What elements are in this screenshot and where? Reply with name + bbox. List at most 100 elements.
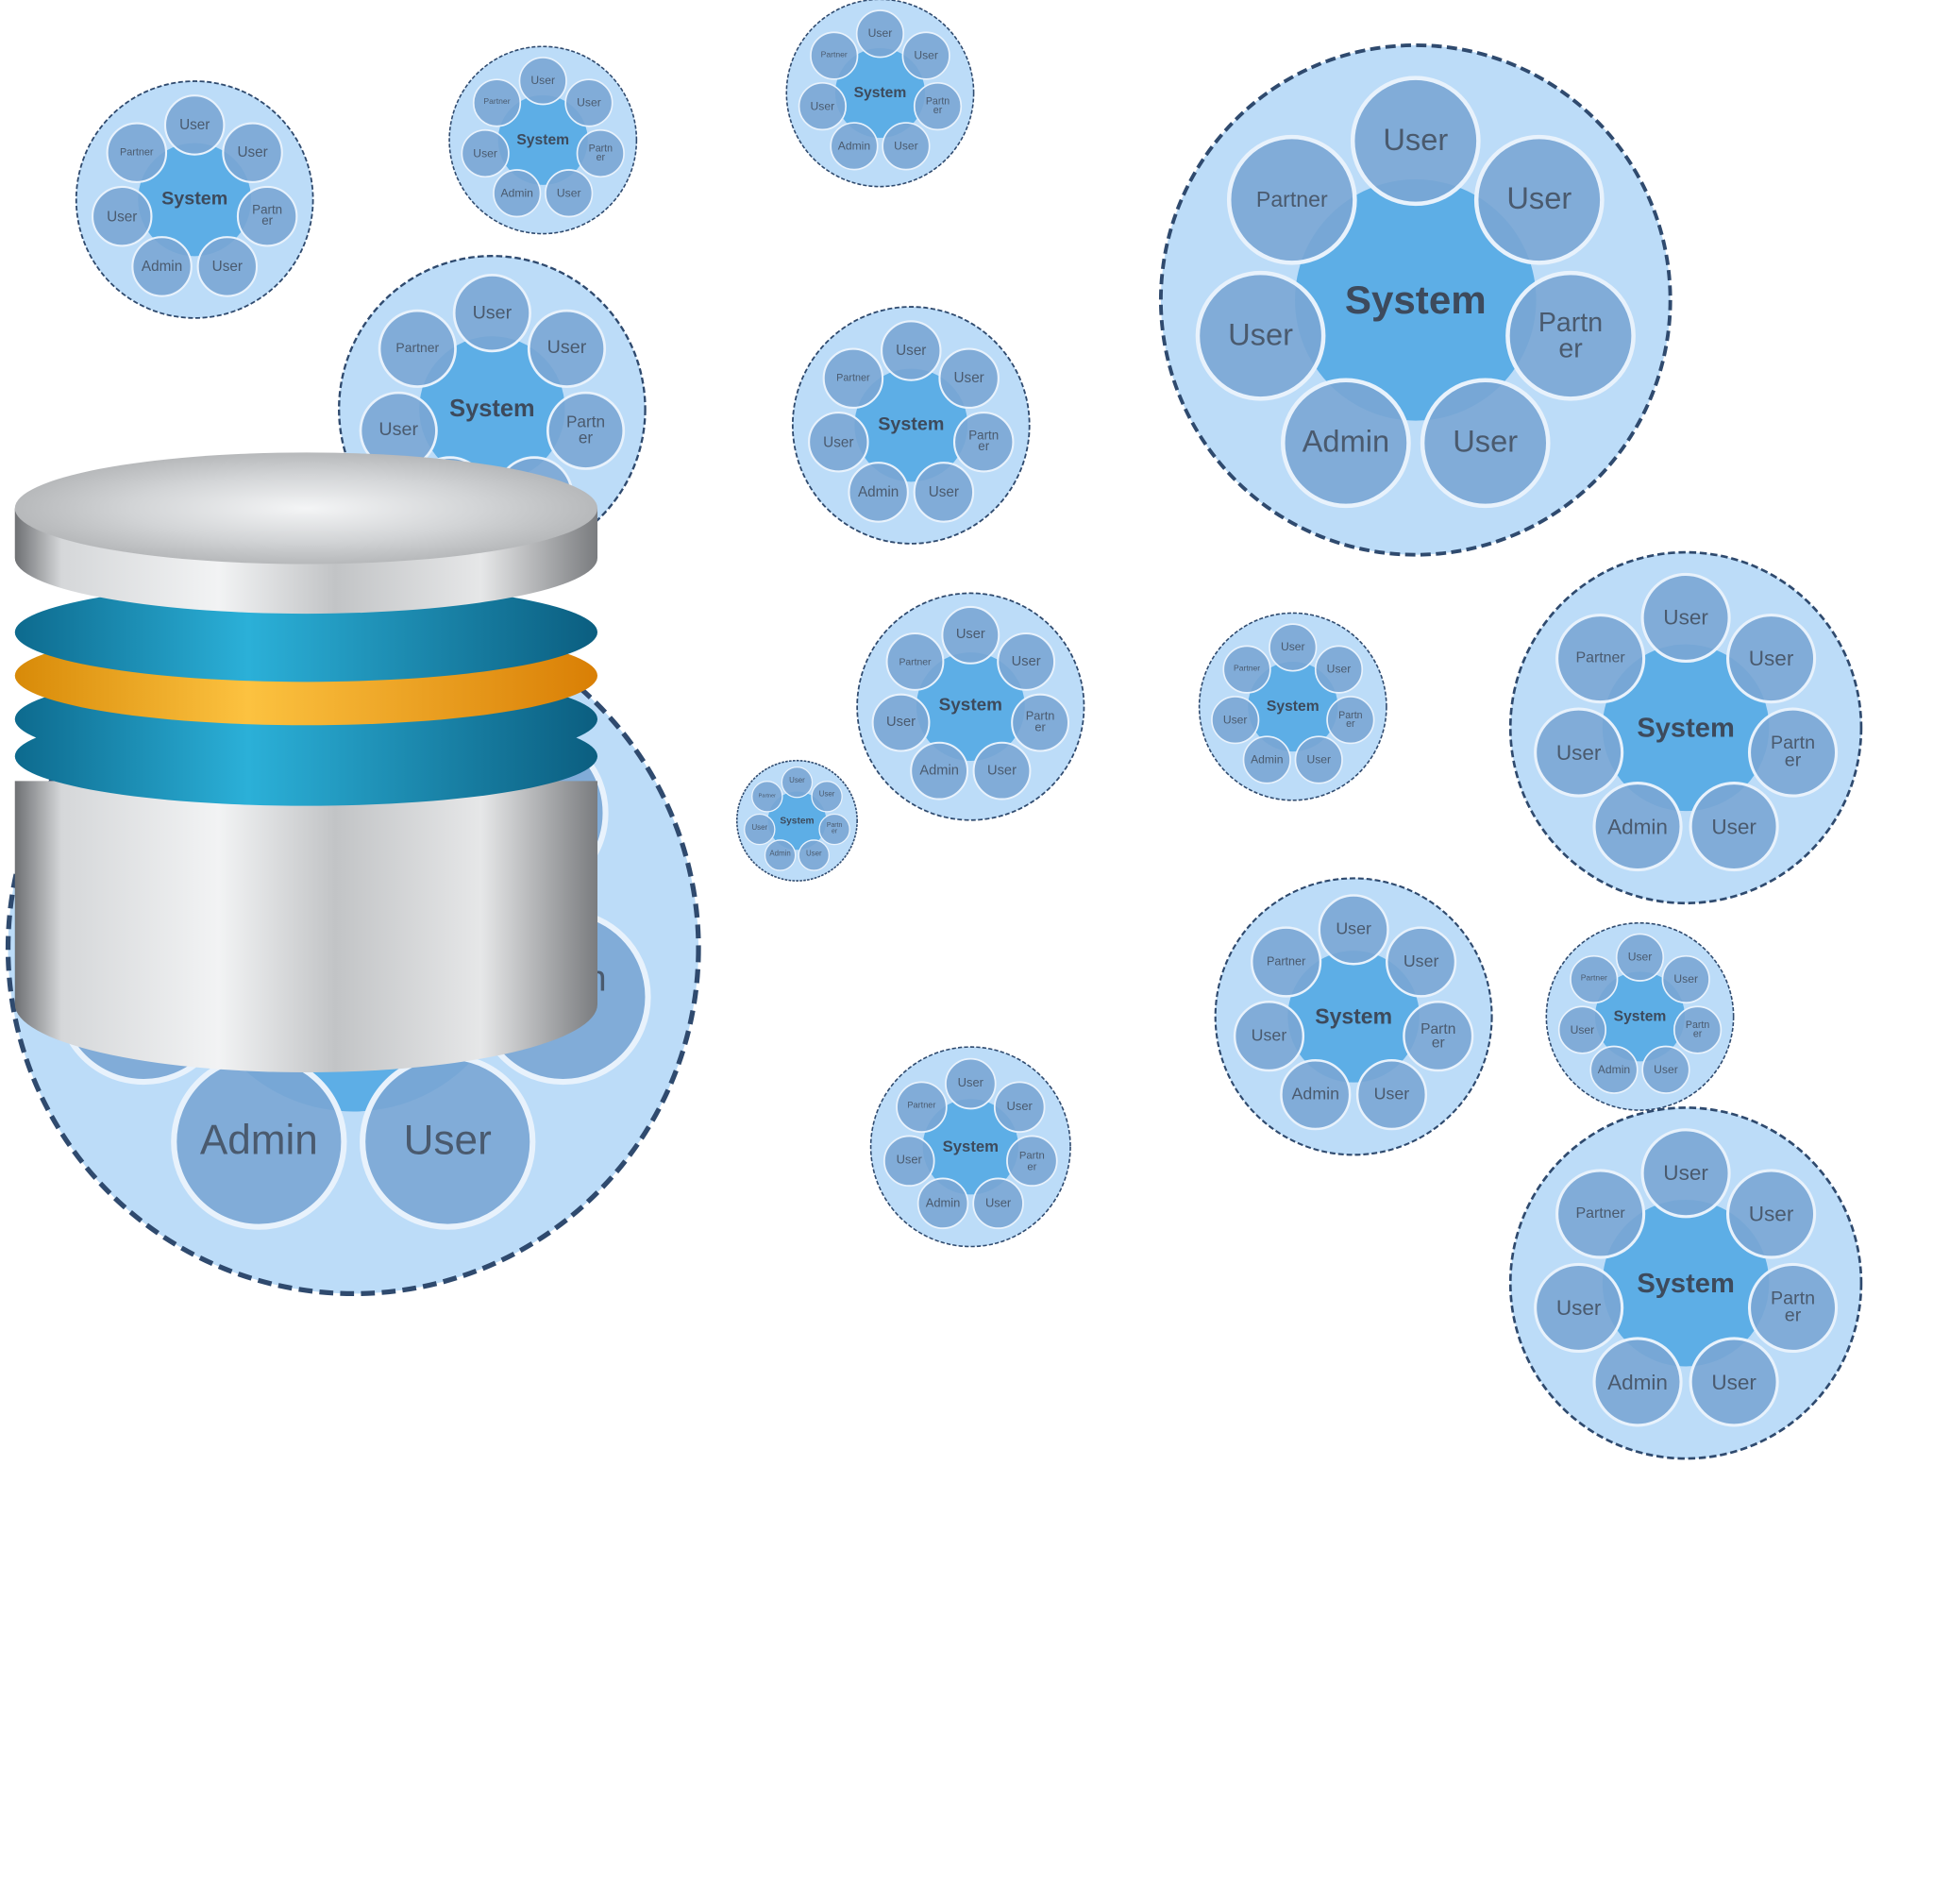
satellite-node [916,1177,969,1230]
satellite-node [830,122,879,171]
satellite-node [196,236,259,297]
system-node [1295,179,1537,421]
cluster-graphic [75,80,314,319]
database-icon [0,409,620,1116]
satellite-node [472,78,522,127]
satellite-node [871,693,931,752]
cluster-graphic [785,0,975,188]
satellite-node [952,411,1015,473]
satellite-node [1555,614,1646,704]
satellite-node [1640,1128,1731,1219]
satellite-node [945,1057,997,1110]
satellite-node [1233,1001,1305,1072]
system-node [497,94,588,185]
satellite-node [1640,572,1731,664]
satellite-node [938,347,1000,410]
satellite-node [896,1081,948,1134]
cluster-graphic [1508,550,1863,905]
satellite-node [1505,270,1636,401]
system-node [1602,1199,1770,1367]
satellite-node [1011,693,1070,752]
satellite-node [1747,1262,1839,1354]
satellite-node [751,781,783,813]
satellite-node [882,122,931,171]
satellite-node [452,274,531,353]
satellite-node [1350,76,1481,207]
system-node [854,368,968,482]
cluster-graphic [1158,42,1672,557]
system-node [767,791,827,851]
satellite-node [798,839,831,871]
cluster-graphic [856,592,1085,821]
system-node [138,143,252,257]
satellite-node [808,411,869,473]
satellite-node [131,236,193,297]
satellite-node [1269,623,1318,672]
satellite-node [1672,1005,1723,1054]
satellite-node [972,741,1032,800]
satellite-node [1747,707,1839,798]
satellite-node [1555,1169,1646,1259]
satellite-node [1726,614,1817,704]
satellite-node [1726,1169,1817,1259]
cluster-graphic [735,759,858,882]
satellite-node [163,94,226,156]
satellite-node [1281,378,1411,509]
satellite-node [236,185,298,247]
satellite-node [810,31,859,80]
satellite-node [518,57,567,106]
satellite-node [1211,696,1260,745]
satellite-node [1557,1005,1607,1054]
satellite-node [1242,735,1291,784]
satellite-node [822,347,884,410]
system-node [1602,644,1770,812]
satellite-node [1403,1001,1474,1072]
satellite-node [1226,134,1357,265]
satellite-node [881,320,942,381]
cluster-graphic [1198,612,1387,801]
satellite-node [993,1081,1046,1134]
satellite-node [91,185,153,247]
satellite-node [818,813,850,846]
satellite-node [493,169,542,218]
satellite-node [885,632,945,691]
satellite-node [527,309,607,388]
satellite-node [1318,894,1389,966]
satellite-node [545,169,594,218]
cluster-graphic [791,306,1031,545]
cluster-graphic [1508,1106,1863,1460]
satellite-node [1420,378,1551,509]
satellite-node [1615,933,1665,982]
satellite-node [910,741,969,800]
satellite-node [781,766,814,799]
satellite-node [1222,645,1271,694]
cluster-graphic [1545,921,1735,1111]
system-node [916,652,1025,761]
satellite-node [1006,1135,1058,1188]
satellite-node [901,31,950,80]
system-node [834,47,925,139]
satellite-node [1355,1059,1428,1131]
satellite-node [855,9,905,59]
satellite-node [1294,735,1343,784]
satellite-node [106,122,168,184]
satellite-node [1534,707,1624,798]
cluster-graphic [1214,877,1493,1156]
system-node [1248,662,1338,752]
satellite-node [997,632,1056,691]
satellite-node [564,78,614,127]
satellite-node [913,462,975,523]
satellite-node [848,462,909,523]
satellite-node [1641,1045,1690,1094]
system-node [419,336,565,482]
satellite-node [913,81,963,131]
